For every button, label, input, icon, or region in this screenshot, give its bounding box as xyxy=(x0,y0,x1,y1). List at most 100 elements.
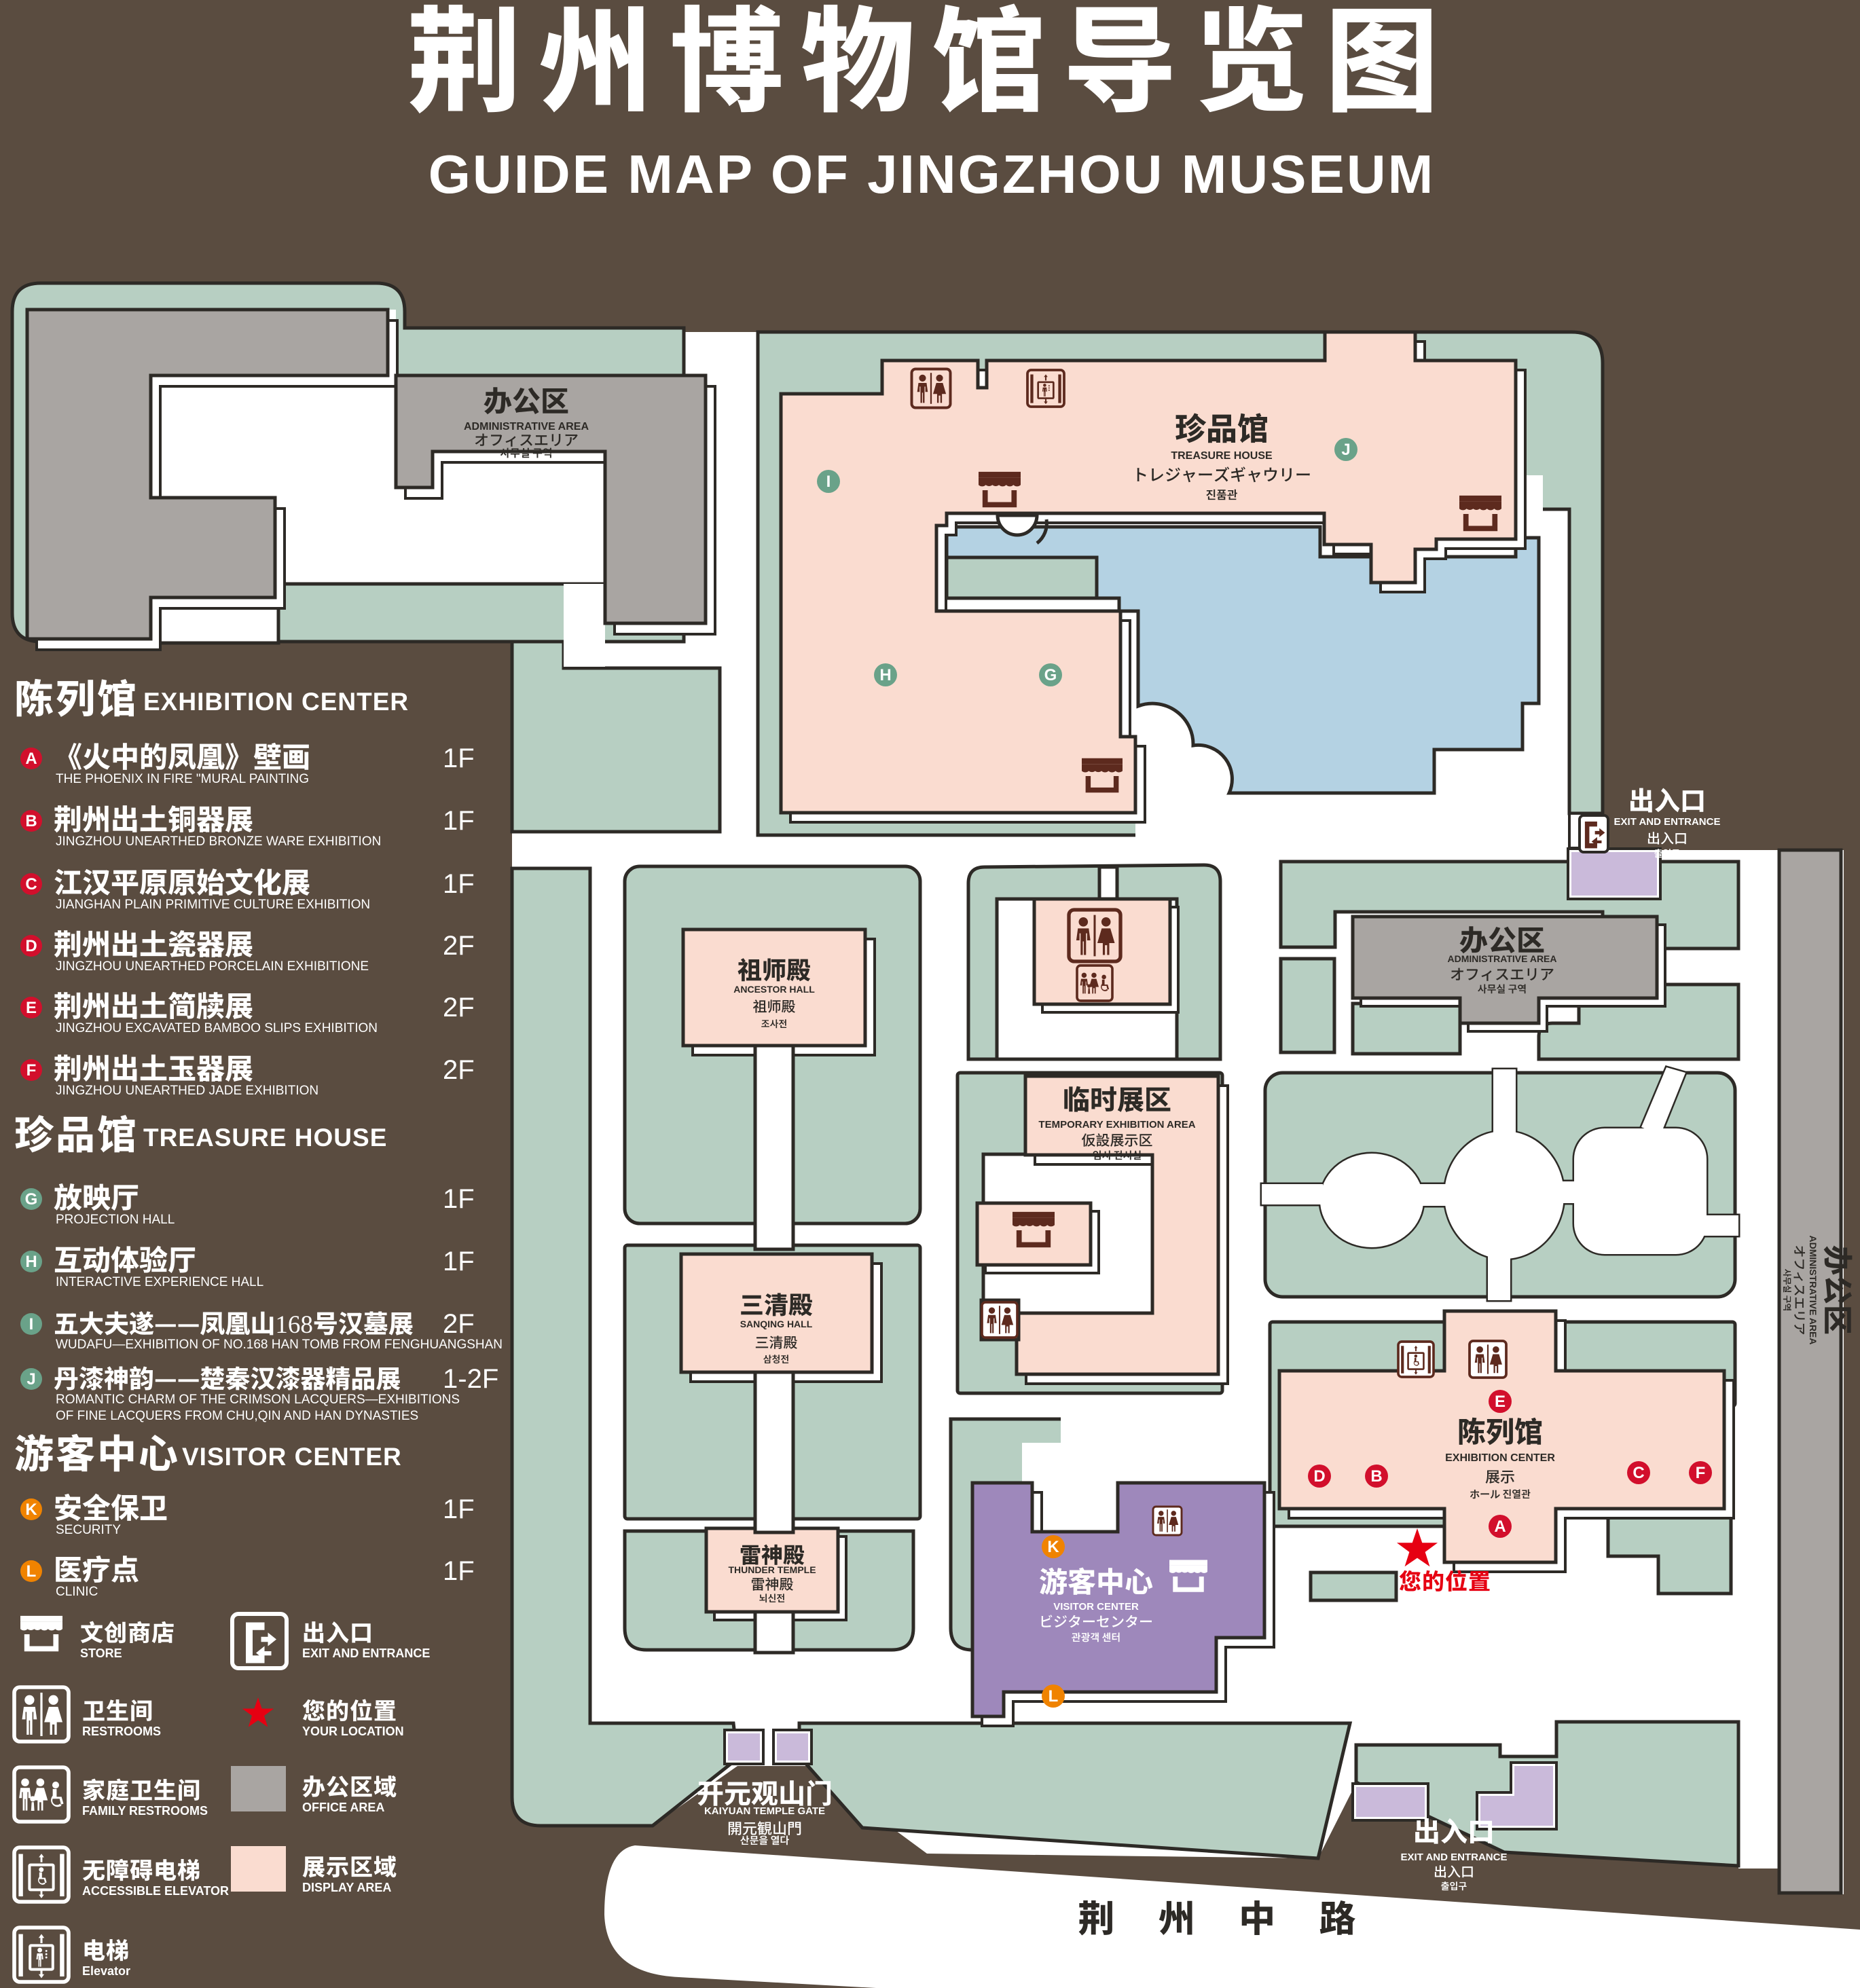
svg-text:I: I xyxy=(826,473,831,491)
svg-text:OF FINE LACQUERS FROM CHU,QIN: OF FINE LACQUERS FROM CHU,QIN AND HAN DY… xyxy=(56,1409,418,1423)
svg-text:JINGZHOU EXCAVATED BAMBOO SLIP: JINGZHOU EXCAVATED BAMBOO SLIPS EXHIBITI… xyxy=(56,1021,378,1035)
svg-text:C: C xyxy=(25,875,37,894)
svg-text:1F: 1F xyxy=(443,1247,475,1276)
svg-text:E: E xyxy=(1495,1393,1506,1411)
svg-text:J: J xyxy=(1341,441,1350,459)
svg-text:1-2F: 1-2F xyxy=(443,1364,498,1394)
svg-text:KAIYUAN TEMPLE GATE: KAIYUAN TEMPLE GATE xyxy=(704,1805,825,1817)
svg-text:荆州博物馆导览图: 荆州博物馆导览图 xyxy=(407,0,1456,135)
svg-text:THE PHOENIX IN FIRE "MURAL PAI: THE PHOENIX IN FIRE "MURAL PAINTING xyxy=(56,772,309,786)
svg-text:SECURITY: SECURITY xyxy=(56,1523,121,1537)
svg-text:互动体验厅: 互动体验厅 xyxy=(54,1238,196,1279)
svg-text:丹漆神韵——楚秦汉漆器精品展: 丹漆神韵——楚秦汉漆器精品展 xyxy=(54,1359,401,1395)
svg-text:INTERACTIVE EXPERIENCE HALL: INTERACTIVE EXPERIENCE HALL xyxy=(56,1275,263,1289)
svg-text:办公区: 办公区 xyxy=(1818,1245,1860,1335)
svg-text:조사전: 조사전 xyxy=(761,1017,788,1031)
svg-text:1F: 1F xyxy=(443,743,475,773)
svg-text:1F: 1F xyxy=(443,1556,475,1586)
svg-text:PROJECTION HALL: PROJECTION HALL xyxy=(56,1213,175,1227)
svg-text:办公区: 办公区 xyxy=(1459,918,1545,959)
svg-text:雷神殿: 雷神殿 xyxy=(751,1574,794,1594)
svg-text:珍品馆: 珍品馆 xyxy=(1175,405,1269,449)
svg-text:JINGZHOU UNEARTHED BRONZE WARE: JINGZHOU UNEARTHED BRONZE WARE EXHIBITIO… xyxy=(56,834,381,849)
svg-text:JIANGHAN PLAIN PRIMITIVE CULTU: JIANGHAN PLAIN PRIMITIVE CULTURE EXHIBIT… xyxy=(56,898,370,912)
svg-text:K: K xyxy=(25,1501,37,1519)
svg-text:放映厅: 放映厅 xyxy=(54,1175,139,1217)
svg-text:1F: 1F xyxy=(443,1184,475,1214)
svg-text:開元観山門: 開元観山門 xyxy=(727,1817,802,1839)
svg-text:开元观山门: 开元观山门 xyxy=(697,1772,833,1811)
svg-text:陈列馆: 陈列馆 xyxy=(1457,1410,1543,1451)
svg-text:STORE: STORE xyxy=(80,1646,122,1660)
svg-text:C: C xyxy=(1633,1464,1644,1482)
svg-text:三清殿: 三清殿 xyxy=(755,1332,798,1352)
svg-text:游客中心: 游客中心 xyxy=(1039,1560,1153,1601)
svg-text:出入口: 出入口 xyxy=(1628,780,1706,817)
svg-text:사무실 구역: 사무실 구역 xyxy=(1478,982,1527,996)
svg-text:D: D xyxy=(25,937,37,955)
svg-text:WUDAFU—EXHIBITION OF NO.168 HA: WUDAFU—EXHIBITION OF NO.168 HAN TOMB FRO… xyxy=(56,1338,503,1352)
svg-text:뇌신전: 뇌신전 xyxy=(759,1591,786,1605)
svg-text:江汉平原原始文化展: 江汉平原原始文化展 xyxy=(54,860,310,902)
svg-text:安全保卫: 安全保卫 xyxy=(54,1486,168,1527)
svg-text:展示: 展示 xyxy=(1485,1465,1515,1487)
svg-text:オフィスエリア: オフィスエリア xyxy=(1791,1245,1809,1335)
svg-text:陈列馆: 陈列馆 xyxy=(14,667,139,724)
svg-text:ビジターセンター: ビジターセンター xyxy=(1039,1611,1153,1632)
svg-text:ホール 진열관: ホール 진열관 xyxy=(1470,1487,1531,1501)
svg-text:사무실 구역: 사무실 구역 xyxy=(500,444,552,460)
svg-text:GUIDE MAP OF JINGZHOU MUSEUM: GUIDE MAP OF JINGZHOU MUSEUM xyxy=(428,144,1436,204)
svg-text:CLINIC: CLINIC xyxy=(56,1585,98,1599)
svg-text:您的位置: 您的位置 xyxy=(1399,1564,1491,1596)
svg-text:出入口: 出入口 xyxy=(1434,1861,1474,1881)
svg-text:JINGZHOU UNEARTHED PORCELAIN E: JINGZHOU UNEARTHED PORCELAIN EXHIBITIONE xyxy=(56,959,369,974)
svg-text:A: A xyxy=(25,750,37,768)
svg-text:卫生间: 卫生间 xyxy=(82,1693,153,1726)
svg-text:トレジャーズギャウリー: トレジャーズギャウリー xyxy=(1132,462,1311,485)
svg-text:1F: 1F xyxy=(443,1494,475,1524)
svg-text:관광객 센터: 관광객 센터 xyxy=(1072,1630,1120,1644)
svg-text:VISITOR CENTER: VISITOR CENTER xyxy=(1053,1601,1139,1613)
svg-text:VISITOR CENTER: VISITOR CENTER xyxy=(182,1443,402,1471)
svg-text:办公区: 办公区 xyxy=(484,379,569,420)
svg-text:2F: 2F xyxy=(443,993,475,1023)
svg-text:游客中心: 游客中心 xyxy=(14,1422,180,1479)
svg-text:EXHIBITION CENTER: EXHIBITION CENTER xyxy=(143,688,409,716)
svg-text:ROMANTIC CHARM OF THE CRIMSON: ROMANTIC CHARM OF THE CRIMSON LACQUERS—E… xyxy=(56,1393,460,1407)
svg-text:ADMINISTRATIVE AREA: ADMINISTRATIVE AREA xyxy=(464,421,589,432)
svg-text:ANCESTOR HALL: ANCESTOR HALL xyxy=(733,984,815,995)
svg-text:1F: 1F xyxy=(443,806,475,836)
svg-text:H: H xyxy=(25,1253,37,1271)
svg-text:家庭卫生间: 家庭卫生间 xyxy=(82,1772,201,1805)
svg-text:三清殿: 三清殿 xyxy=(740,1286,813,1321)
svg-text:出入口: 出入口 xyxy=(1413,1810,1495,1849)
svg-text:2F: 2F xyxy=(443,1309,475,1339)
svg-text:TEMPORARY EXHIBITION AREA: TEMPORARY EXHIBITION AREA xyxy=(1038,1119,1195,1130)
svg-text:DISPLAY AREA: DISPLAY AREA xyxy=(302,1881,391,1894)
svg-text:L: L xyxy=(1048,1687,1059,1706)
svg-text:FAMILY RESTROOMS: FAMILY RESTROOMS xyxy=(82,1804,208,1818)
svg-text:OFFICE AREA: OFFICE AREA xyxy=(302,1801,384,1814)
svg-text:B: B xyxy=(1370,1467,1382,1486)
svg-text:荆州出土简牍展: 荆州出土简牍展 xyxy=(54,984,253,1025)
svg-text:出入口: 出入口 xyxy=(1647,828,1688,847)
svg-text:B: B xyxy=(25,812,37,830)
svg-text:TREASURE HOUSE: TREASURE HOUSE xyxy=(1171,450,1273,462)
svg-text:K: K xyxy=(1047,1538,1059,1556)
svg-text:ADMINISTRATIVE AREA: ADMINISTRATIVE AREA xyxy=(1808,1236,1819,1345)
svg-text:仮設展示区: 仮設展示区 xyxy=(1082,1130,1153,1150)
svg-text:临时展区: 临时展区 xyxy=(1063,1078,1171,1118)
svg-text:办公区域: 办公区域 xyxy=(302,1769,397,1802)
svg-text:ACCESSIBLE ELEVATOR: ACCESSIBLE ELEVATOR xyxy=(82,1884,229,1898)
svg-text:산문을 열다: 산문을 열다 xyxy=(740,1833,790,1847)
svg-text:D: D xyxy=(1313,1467,1325,1486)
svg-text:YOUR LOCATION: YOUR LOCATION xyxy=(302,1725,404,1738)
svg-text:ADMINISTRATIVE AREA: ADMINISTRATIVE AREA xyxy=(1448,953,1557,964)
svg-text:展示区域: 展示区域 xyxy=(302,1849,397,1882)
svg-text:医疗点: 医疗点 xyxy=(54,1547,139,1589)
svg-text:文创商店: 文创商店 xyxy=(80,1615,175,1648)
svg-text:E: E xyxy=(26,999,37,1017)
svg-text:电梯: 电梯 xyxy=(82,1932,130,1966)
svg-text:TREASURE HOUSE: TREASURE HOUSE xyxy=(143,1124,387,1152)
svg-text:2F: 2F xyxy=(443,1055,475,1085)
